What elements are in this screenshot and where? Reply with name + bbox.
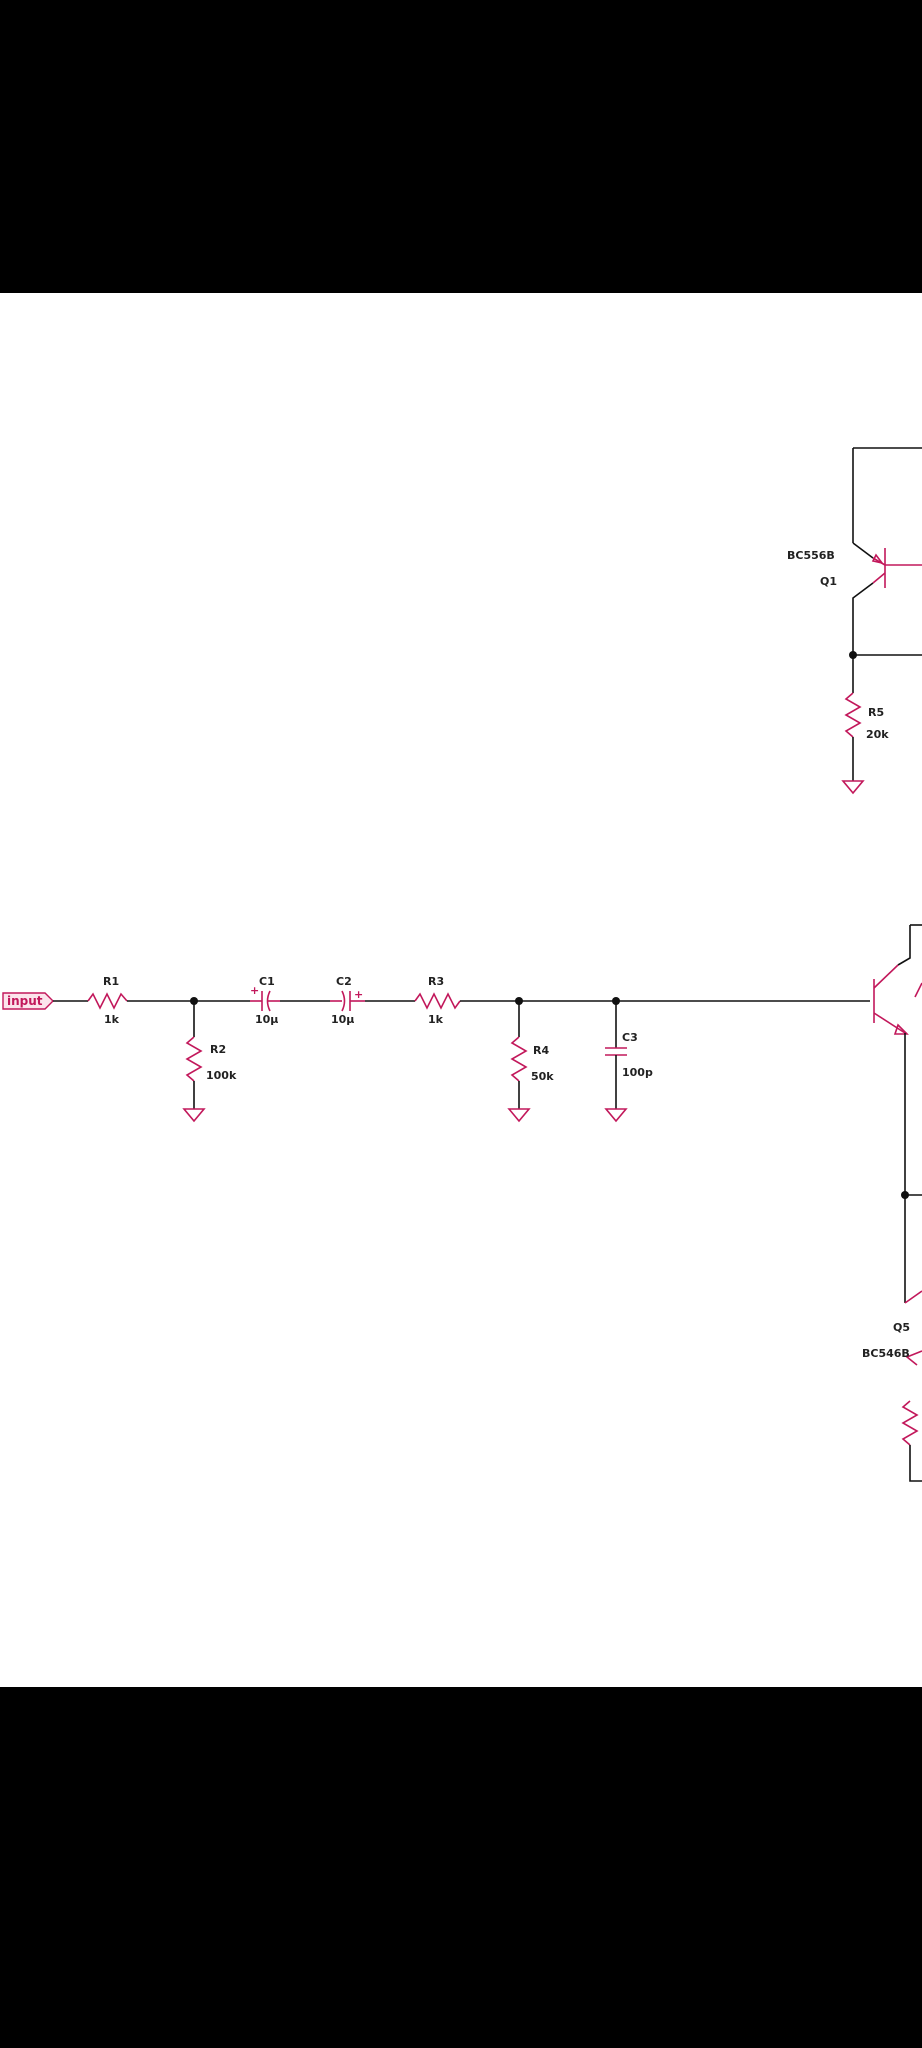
c2-ref-label: C2 (336, 975, 352, 988)
q5-ref-label: Q5 (893, 1321, 910, 1334)
r1-ref-label: R1 (103, 975, 119, 988)
r5-ref-label: R5 (868, 706, 884, 719)
r1-value-label: 1k (104, 1013, 120, 1026)
capacitor-c3 (605, 1047, 627, 1056)
r4-value-label: 50k (531, 1070, 554, 1083)
wire-q1-emitter-lead (852, 542, 874, 559)
transistor-right (873, 964, 909, 1035)
r5-value-label: 20k (866, 728, 889, 741)
c3-value-label: 100p (622, 1066, 653, 1079)
q1-section: BC556B Q1 R5 20k (787, 447, 922, 795)
q1-model-label: BC556B (787, 549, 835, 562)
wire-right-bottom (909, 1445, 922, 1482)
q5-model-label: BC546B (862, 1347, 910, 1360)
c1-value-label: 10µ (255, 1013, 278, 1026)
ground-r2-icon (182, 1108, 206, 1123)
capacitor-c2: + (330, 988, 365, 1012)
ground-r4-icon (507, 1108, 531, 1123)
resistor-r3 (414, 992, 461, 1010)
resistor-r5 (844, 692, 862, 738)
svg-text:+: + (354, 988, 363, 1001)
c3-ref-label: C3 (622, 1031, 638, 1044)
q1-ref-label: Q1 (820, 575, 837, 588)
r4-ref-label: R4 (533, 1044, 549, 1057)
wire-q1-collector (852, 582, 874, 655)
q5-base-stub (905, 1350, 922, 1366)
resistor-r4 (510, 1036, 528, 1082)
resistor-right (901, 1400, 919, 1446)
r2-ref-label: R2 (210, 1043, 226, 1056)
q5-lead (904, 1290, 922, 1304)
capacitor-c1: + (250, 984, 280, 1012)
input-net-flag (2, 992, 54, 1010)
right-component-stub (914, 982, 922, 998)
c2-value-label: 10µ (331, 1013, 354, 1026)
resistor-r1 (87, 992, 128, 1010)
letterbox-bottom (0, 1687, 922, 2048)
wire-right-collector (897, 925, 911, 966)
schematic-svg: BC556B Q1 R5 20k input R1 1k R2 100k + C… (2, 447, 922, 1482)
c1-ref-label: C1 (259, 975, 275, 988)
schematic-canvas: BC556B Q1 R5 20k input R1 1k R2 100k + C… (0, 293, 922, 1687)
input-net-label: input (7, 994, 43, 1008)
input-chain: input R1 1k R2 100k + C1 10µ + (2, 975, 870, 1123)
ground-c3-icon (604, 1108, 628, 1123)
r3-value-label: 1k (428, 1013, 444, 1026)
right-section: Q5 BC546B (862, 924, 922, 1482)
transistor-q1 (871, 548, 922, 588)
r3-ref-label: R3 (428, 975, 444, 988)
ground-r5-icon (841, 780, 865, 795)
r2-value-label: 100k (206, 1069, 237, 1082)
letterbox-top (0, 0, 922, 293)
svg-text:+: + (250, 984, 259, 997)
resistor-r2 (185, 1036, 203, 1082)
